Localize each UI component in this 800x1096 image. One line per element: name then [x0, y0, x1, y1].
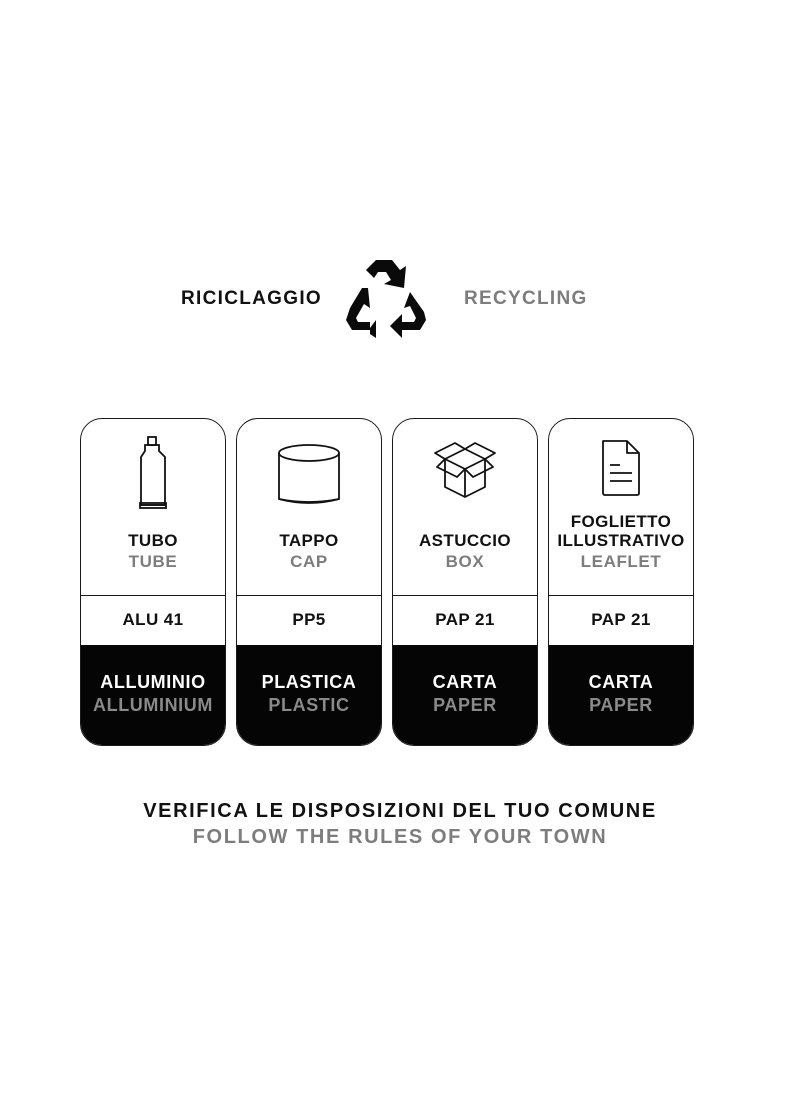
name-english: TUBE [128, 552, 178, 571]
name-italian: ASTUCCIO [419, 531, 511, 550]
cap-icon [278, 444, 340, 504]
material-band: PLASTICA PLASTIC [237, 645, 381, 745]
material-english: PAPER [589, 695, 653, 715]
card-box: ASTUCCIO BOX PAP 21 CARTA PAPER [392, 418, 538, 746]
material-code: PAP 21 [549, 595, 693, 645]
name-english: LEAFLET [580, 552, 662, 571]
name-italian: TAPPO [279, 531, 339, 550]
material-english: ALLUMINIUM [93, 695, 213, 715]
card-name: ASTUCCIO BOX [393, 531, 537, 573]
name-english: CAP [290, 552, 328, 571]
material-code: PAP 21 [393, 595, 537, 645]
card-name: TUBO TUBE [81, 531, 225, 573]
footer-line-italian: VERIFICA LE DISPOSIZIONI DEL TUO COMUNE [143, 800, 657, 822]
footer-notice: VERIFICA LE DISPOSIZIONI DEL TUO COMUNE … [0, 798, 800, 850]
material-code: ALU 41 [81, 595, 225, 645]
material-italian: CARTA [588, 672, 654, 692]
header-label-italian: RICICLAGGIO [181, 288, 322, 309]
material-band: CARTA PAPER [549, 645, 693, 745]
footer-line-english: FOLLOW THE RULES OF YOUR TOWN [192, 826, 608, 848]
tube-icon [139, 436, 167, 509]
recycling-header: RICICLAGGIO RECYCLING [0, 258, 800, 344]
material-english: PLASTIC [268, 695, 350, 715]
material-italian: ALLUMINIO [100, 672, 206, 692]
material-english: PAPER [433, 695, 497, 715]
material-italian: CARTA [432, 672, 498, 692]
name-italian: FOGLIETTO ILLUSTRATIVO [557, 512, 685, 550]
recycle-icon [346, 260, 426, 338]
material-code: PP5 [237, 595, 381, 645]
header-label-english: RECYCLING [464, 288, 588, 309]
card-name: TAPPO CAP [237, 531, 381, 573]
name-english: BOX [445, 552, 485, 571]
leaflet-icon [602, 440, 640, 496]
card-tube: TUBO TUBE ALU 41 ALLUMINIO ALLUMINIUM [80, 418, 226, 746]
material-band: CARTA PAPER [393, 645, 537, 745]
name-italian: TUBO [128, 531, 178, 550]
material-band: ALLUMINIO ALLUMINIUM [81, 645, 225, 745]
card-name: FOGLIETTO ILLUSTRATIVO LEAFLET [549, 512, 693, 573]
box-icon [434, 442, 496, 498]
material-italian: PLASTICA [261, 672, 357, 692]
card-leaflet: FOGLIETTO ILLUSTRATIVO LEAFLET PAP 21 CA… [548, 418, 694, 746]
card-cap: TAPPO CAP PP5 PLASTICA PLASTIC [236, 418, 382, 746]
